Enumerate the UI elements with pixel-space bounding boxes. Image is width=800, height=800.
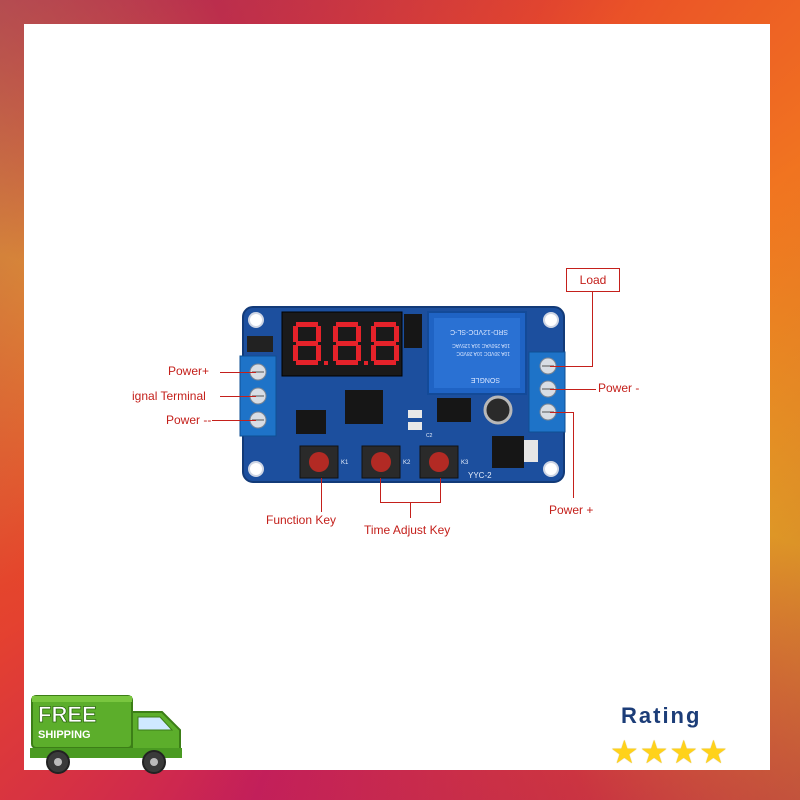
leader-power-plus-right-h	[550, 412, 574, 413]
relay-rating-1: 10A 250VAC 10A 125VAC	[452, 342, 510, 348]
label-power-plus-left: Power+	[168, 364, 210, 378]
key3-label: K3	[461, 460, 469, 466]
label-load: Load	[566, 268, 620, 292]
time-adjust-button-1	[361, 445, 401, 479]
shipping-text: SHIPPING	[38, 729, 91, 741]
time-adjust-button-2	[419, 445, 459, 479]
capacitor	[483, 395, 513, 425]
leader-power-plus-left	[220, 372, 256, 373]
leader-time-adjust-right	[440, 478, 441, 502]
leader-time-adjust-left	[380, 478, 381, 502]
leader-function-key	[321, 478, 322, 512]
mount-hole-tr	[543, 312, 559, 328]
label-time-adjust-key: Time Adjust Key	[364, 523, 451, 537]
leader-power-plus-right-v	[573, 412, 574, 498]
function-key-button	[299, 445, 339, 479]
relay-model: SRD-12VDC-SL-C	[450, 328, 508, 335]
leader-load-horizontal	[550, 366, 593, 367]
leader-power-minus-right	[550, 389, 596, 390]
free-text: FREE	[38, 702, 97, 727]
key1-label: K1	[341, 460, 349, 466]
free-shipping-badge: FREE SHIPPING	[30, 695, 182, 774]
label-power-plus-right: Power +	[549, 503, 594, 517]
board-name: YYC-2	[468, 471, 492, 480]
mount-hole-bl	[248, 461, 264, 477]
leader-load-vertical	[592, 292, 593, 366]
relay-rating-2: 10A 30VDC 10A 28VDC	[456, 350, 510, 356]
label-power-minus-right: Power -	[598, 381, 640, 395]
rating-stars-icon: ★★★★	[610, 734, 729, 770]
mount-hole-br	[543, 461, 559, 477]
optocoupler	[296, 410, 326, 434]
key2-label: K2	[403, 460, 411, 466]
leader-signal-terminal	[220, 396, 256, 397]
label-power-minus-left: Power --	[166, 413, 212, 427]
label-signal-terminal: ignal Terminal	[132, 389, 206, 403]
mount-hole-tl	[248, 312, 264, 328]
rating-label: Rating	[621, 703, 702, 728]
leader-power-minus-left	[212, 420, 256, 421]
capacitor-label: C2	[426, 433, 433, 439]
relay-brand: SONGLE	[470, 376, 500, 383]
leader-time-adjust-stem	[410, 502, 411, 518]
label-function-key: Function Key	[266, 513, 337, 527]
voltage-regulator	[492, 436, 524, 468]
transistor-chip	[437, 398, 471, 422]
microcontroller-chip	[345, 390, 383, 424]
